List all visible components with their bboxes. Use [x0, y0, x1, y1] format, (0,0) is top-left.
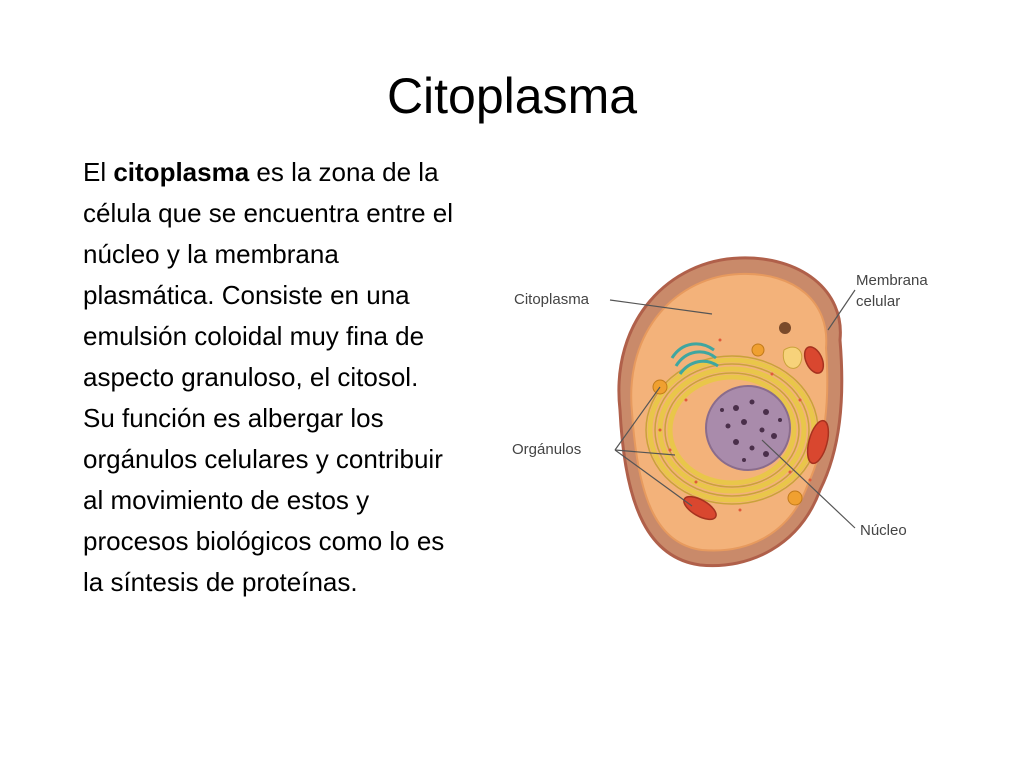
- body-text: El citoplasma es la zona de la célula qu…: [83, 152, 463, 603]
- cell-illustration: Citoplasma Membrana celular Orgánulos Nú…: [512, 256, 928, 568]
- slide-title: Citoplasma: [386, 68, 638, 124]
- organulos-pointer-2: [614, 449, 676, 456]
- golgi-apparatus: [670, 342, 719, 375]
- label-nucleo: Núcleo: [860, 522, 907, 539]
- membrana-pointer: [827, 289, 856, 331]
- keyword-citoplasma: citoplasma: [113, 157, 250, 187]
- ribosomes: [658, 338, 812, 512]
- organulos-pointer-3: [614, 449, 693, 507]
- vacuole: [782, 346, 803, 369]
- label-organulos: Orgánulos: [512, 441, 581, 458]
- paragraph-prefix: El: [83, 157, 114, 187]
- lysosome: [779, 322, 791, 334]
- nucleus: [705, 385, 791, 471]
- nucleus-chromatin: [720, 399, 782, 462]
- mitochondria: [683, 346, 830, 521]
- paragraph-function: Su función es albergar los orgánulos cel…: [83, 403, 445, 597]
- label-citoplasma: Citoplasma: [514, 291, 590, 308]
- label-membrana-line2: celular: [856, 293, 900, 310]
- paragraph-definition-rest: es la zona de la célula que se encuentra…: [83, 157, 454, 392]
- cell-diagram: Citoplasma Membrana celular Orgánulos Nú…: [500, 250, 960, 580]
- paragraph-definition: El citoplasma es la zona de la célula qu…: [83, 152, 463, 398]
- organulos-pointer-1: [614, 386, 661, 451]
- citoplasma-pointer: [609, 299, 713, 315]
- nucleo-pointer: [761, 439, 856, 529]
- label-membrana-line1: Membrana: [856, 272, 928, 289]
